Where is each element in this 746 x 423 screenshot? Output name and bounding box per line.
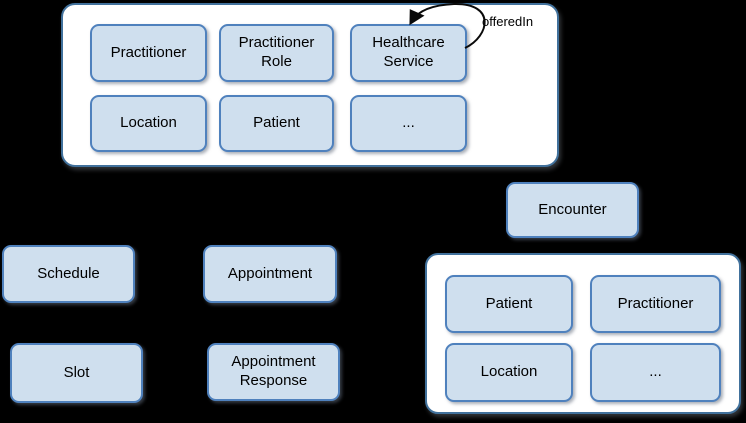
node-location: Location xyxy=(90,95,207,152)
node-practitioner: Practitioner xyxy=(90,24,207,82)
node-healthcare-service: Healthcare Service xyxy=(350,24,467,82)
node-ellipsis: ... xyxy=(350,95,467,152)
node-appointment-response: Appointment Response xyxy=(207,343,340,401)
offeredin-label: offeredIn xyxy=(482,14,534,29)
node-encounter-practitioner: Practitioner xyxy=(590,275,721,333)
offeredin-loop-arrow xyxy=(409,2,486,49)
node-encounter: Encounter xyxy=(506,182,639,238)
node-practitioner-role: Practitioner Role xyxy=(219,24,334,82)
node-encounter-patient: Patient xyxy=(445,275,573,333)
administration-group-container: Practitioner Practitioner Role Healthcar… xyxy=(61,3,559,167)
node-patient: Patient xyxy=(219,95,334,152)
encounter-group-container: Patient Practitioner Location ... xyxy=(425,253,741,414)
node-encounter-ellipsis: ... xyxy=(590,343,721,402)
node-slot: Slot xyxy=(10,343,143,403)
node-appointment: Appointment xyxy=(203,245,337,303)
node-encounter-location: Location xyxy=(445,343,573,402)
node-schedule: Schedule xyxy=(2,245,135,303)
